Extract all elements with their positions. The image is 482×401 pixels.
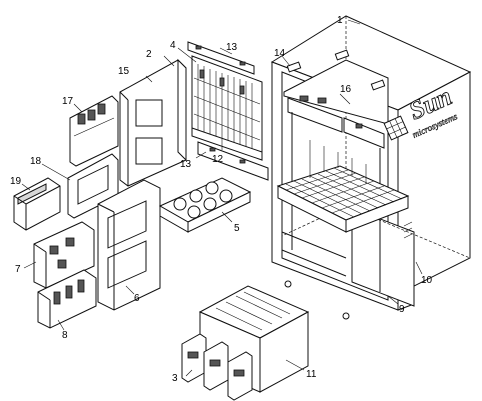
rail-middle: [191, 127, 263, 161]
callout-13-top: 13: [226, 42, 238, 53]
card-cage-grid: [285, 167, 403, 218]
callout-13-bottom: 13: [180, 159, 192, 170]
cabinet: [270, 15, 472, 320]
callout-7: 7: [15, 264, 21, 275]
callout-10: 10: [421, 275, 433, 286]
callout-3: 3: [172, 373, 178, 384]
top-bay-left: [287, 97, 343, 133]
callout-2: 2: [146, 49, 152, 60]
backplane-connectors: [193, 64, 261, 151]
sun-logo-mark: [383, 115, 409, 141]
side-vent: [403, 221, 413, 239]
callout-18: 18: [30, 156, 42, 167]
caster-front-right: [342, 312, 350, 320]
cpu-card: [69, 95, 119, 167]
callout-11: 11: [306, 369, 317, 380]
io-board: [97, 179, 161, 311]
leader-lines: [21, 19, 423, 377]
rail-top: [187, 41, 255, 75]
callout-6: 6: [134, 293, 140, 304]
callout-12: 12: [212, 154, 224, 165]
callout-5: 5: [234, 223, 240, 234]
callouts: 1 2 3 4 5 6 7 8 9 10 11 12 13 13 14 15 1…: [10, 15, 433, 384]
callout-17: 17: [62, 96, 74, 107]
control-board: [33, 221, 95, 289]
front-door-panel: [351, 207, 415, 307]
callout-9: 9: [399, 304, 405, 315]
callout-8: 8: [62, 330, 68, 341]
caster-front-left: [284, 280, 292, 288]
callout-16: 16: [340, 84, 352, 95]
rail-bottom: [197, 141, 269, 181]
power-supply-assembly: [181, 285, 310, 401]
power-supply-vents: [215, 291, 291, 331]
slot-card: [37, 269, 97, 329]
callout-14: 14: [274, 48, 286, 59]
disk-drive: [13, 177, 61, 231]
callout-1: 1: [337, 15, 343, 26]
fan-tray: [158, 177, 252, 233]
system-board: [119, 58, 187, 187]
callout-4: 4: [170, 40, 176, 51]
callout-15: 15: [118, 66, 130, 77]
top-bay-right: [343, 117, 385, 149]
callout-19: 19: [10, 176, 22, 187]
